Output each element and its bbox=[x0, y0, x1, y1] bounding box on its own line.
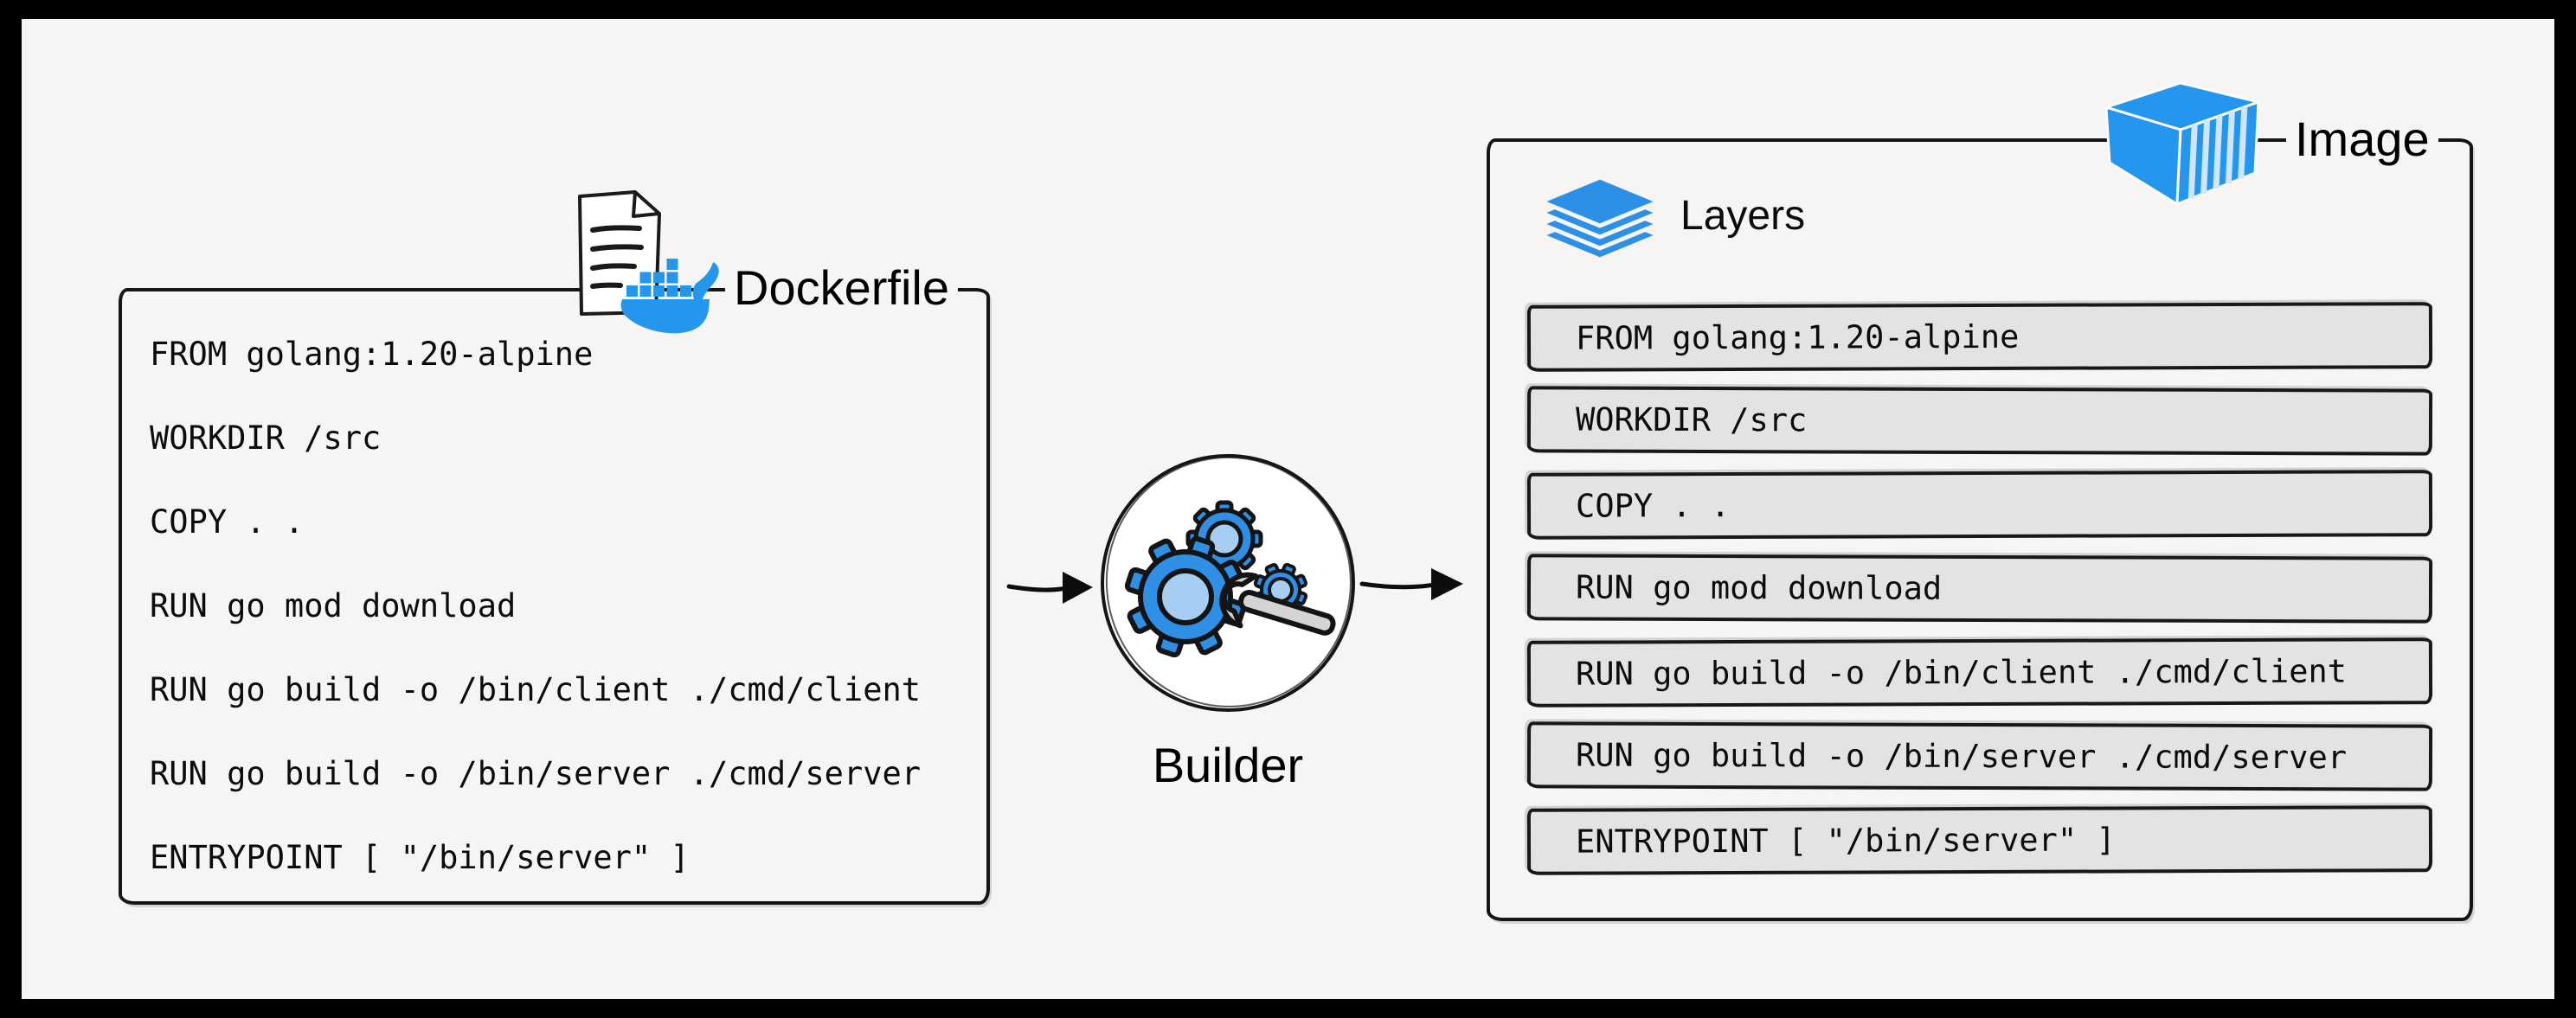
image-title: Image bbox=[2286, 111, 2438, 166]
docker-whale-icon bbox=[620, 247, 725, 343]
arrow-builder-to-image bbox=[1355, 558, 1469, 610]
image-layer-row: RUN go mod download bbox=[1526, 554, 2433, 624]
gear-icon bbox=[1185, 500, 1263, 578]
dockerfile-line: FROM golang:1.20-alpine bbox=[150, 336, 594, 373]
image-layer-row: RUN go build -o /bin/server ./cmd/server bbox=[1526, 721, 2433, 791]
dockerfile-line: ENTRYPOINT [ "/bin/server" ] bbox=[150, 839, 690, 876]
dockerfile-line: RUN go mod download bbox=[150, 587, 517, 624]
builder-label: Builder bbox=[1152, 738, 1304, 792]
builder-circle bbox=[1098, 453, 1358, 714]
image-layer-row: ENTRYPOINT [ "/bin/server" ] bbox=[1526, 805, 2433, 875]
dockerfile-line: COPY . . bbox=[150, 503, 305, 541]
dockerfile-line: RUN go build -o /bin/server ./cmd/server bbox=[150, 755, 922, 792]
dockerfile-line: WORKDIR /src bbox=[150, 419, 382, 457]
wrench-icon bbox=[1219, 572, 1336, 636]
dockerfile-title: Dockerfile bbox=[725, 259, 958, 315]
layers-icon bbox=[1539, 176, 1661, 261]
image-layer-row: WORKDIR /src bbox=[1526, 386, 2433, 456]
layers-label: Layers bbox=[1680, 193, 1806, 239]
arrow-dockerfile-to-builder bbox=[1002, 562, 1099, 612]
image-panel bbox=[1487, 138, 2473, 921]
document-icon bbox=[571, 189, 668, 317]
gear-icon bbox=[1124, 535, 1247, 658]
dockerfile-panel bbox=[119, 288, 990, 905]
image-layer-row: FROM golang:1.20-alpine bbox=[1526, 302, 2433, 372]
container-icon bbox=[2097, 76, 2267, 214]
image-layer-row: COPY . . bbox=[1526, 470, 2433, 540]
image-layers-list: FROM golang:1.20-alpine WORKDIR /src COP… bbox=[1526, 302, 2433, 875]
image-layer-row: RUN go build -o /bin/client ./cmd/client bbox=[1526, 637, 2433, 707]
dockerfile-code: FROM golang:1.20-alpine WORKDIR /src COP… bbox=[150, 312, 921, 900]
dockerfile-line: RUN go build -o /bin/client ./cmd/client bbox=[150, 671, 922, 708]
